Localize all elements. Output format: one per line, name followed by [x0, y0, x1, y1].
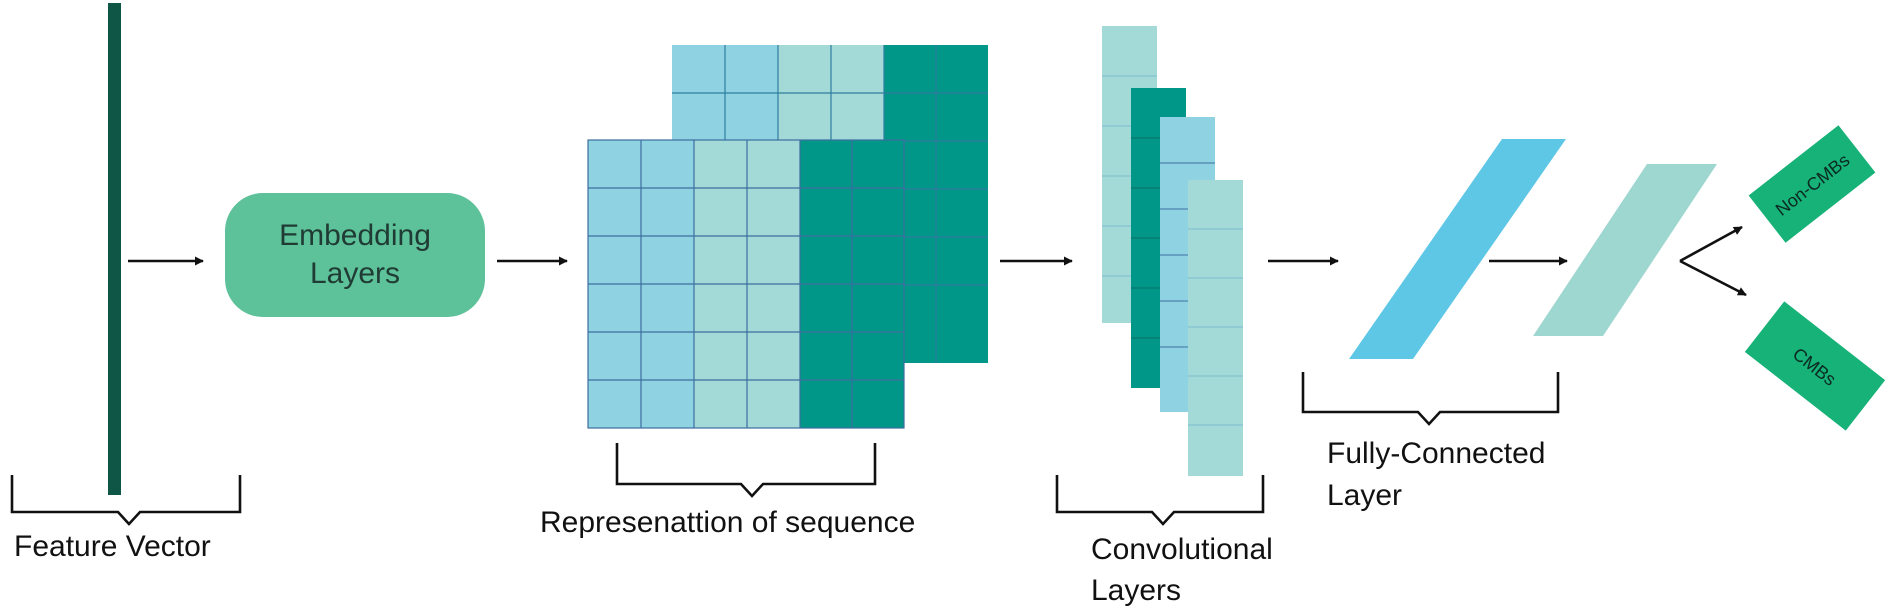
convolutional-label-1: Convolutional	[1091, 533, 1273, 566]
brace-feature-vector	[10, 475, 242, 526]
conv-layer-4	[1188, 180, 1243, 476]
output-non-cmbs-box	[1748, 125, 1876, 243]
fully-connected-layer-1	[1349, 139, 1566, 359]
embedding-layers-label: Embedding Layers	[279, 219, 431, 290]
representation-label: Represenattion of sequence	[540, 506, 916, 539]
brace-convolutional	[1055, 475, 1265, 526]
feature-vector-label: Feature Vector	[14, 530, 211, 563]
fully-connected-label-2: Layer	[1327, 479, 1403, 512]
output-cmbs-box	[1744, 301, 1886, 431]
brace-fully-connected	[1301, 372, 1560, 426]
arrow-to-cmbs	[1679, 259, 1747, 297]
arrow-to-non-cmbs	[1679, 225, 1743, 263]
convolutional-label-2: Layers	[1091, 574, 1182, 607]
fully-connected-label-1: Fully-Connected	[1327, 437, 1546, 470]
embedding-layers-box: Embedding Layers	[225, 193, 485, 317]
representation-block-front	[587, 139, 905, 429]
brace-representation	[615, 443, 877, 498]
feature-vector-bar	[108, 3, 121, 495]
fully-connected-layer-2	[1533, 164, 1717, 336]
